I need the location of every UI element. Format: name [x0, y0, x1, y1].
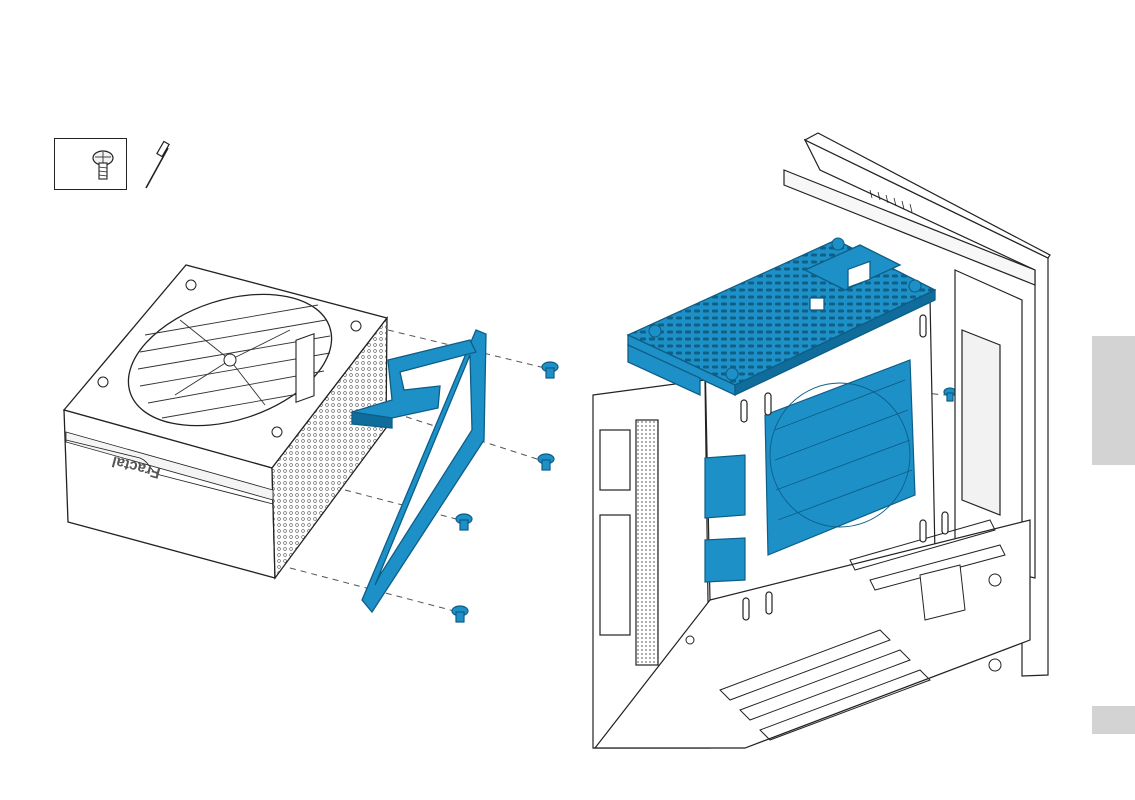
- computer-case: [593, 133, 1050, 748]
- psu-power-socket: [296, 334, 314, 403]
